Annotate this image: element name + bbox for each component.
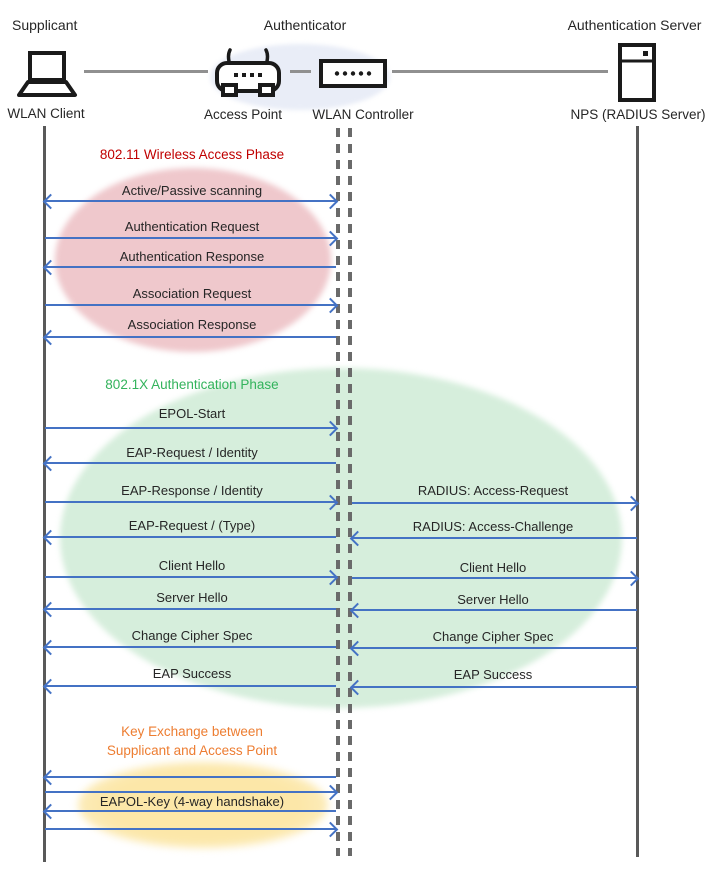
msg-arrow-radius-access-request [352, 502, 637, 504]
msg-arrow-eapol-key-4 [45, 828, 336, 830]
msg-arrow-eapol-key-2 [45, 791, 336, 793]
msg-arrow-authentication-response [45, 266, 336, 268]
msg-arrow-eap-request-type [45, 536, 336, 538]
msg-label-change-cipher-spec-left: Change Cipher Spec [131, 628, 253, 643]
msg-label-eapol-key: EAPOL-Key (4-way handshake) [99, 794, 285, 809]
role-authentication-server: Authentication Server [567, 17, 702, 33]
msg-arrow-eap-success-right [352, 686, 637, 688]
phase-80211-ellipse [55, 168, 331, 352]
label-wlan-controller: WLAN Controller [312, 107, 414, 122]
laptop-icon [17, 51, 77, 97]
msg-arrow-server-hello-left [45, 608, 336, 610]
msg-arrow-eapol-key-1 [45, 776, 336, 778]
msg-label-authentication-request: Authentication Request [124, 219, 260, 234]
label-wlan-client: WLAN Client [7, 106, 85, 121]
msg-arrow-eap-success-left [45, 685, 336, 687]
msg-label-eap-success-right: EAP Success [453, 667, 533, 682]
wlan-controller-icon [319, 59, 387, 88]
msg-arrow-eap-request-identity [45, 462, 336, 464]
msg-arrow-authentication-request [45, 237, 336, 239]
label-nps-radius-server: NPS (RADIUS Server) [570, 107, 706, 122]
phase-title-80211: 802.11 Wireless Access Phase [99, 147, 285, 162]
msg-label-eap-success-left: EAP Success [152, 666, 232, 681]
msg-label-radius-access-challenge: RADIUS: Access-Challenge [412, 519, 574, 534]
authenticator-lifeline-right [348, 128, 352, 856]
msg-arrow-change-cipher-spec-right [352, 647, 637, 649]
phase-title-key-exchange-line1: Key Exchange between [121, 724, 263, 739]
msg-arrow-eapol-key-3 [45, 810, 336, 812]
msg-arrow-client-hello-right [352, 577, 637, 579]
msg-label-association-request: Association Request [132, 286, 252, 301]
msg-label-eap-request-type: EAP-Request / (Type) [128, 518, 256, 533]
msg-arrow-scanning [45, 200, 336, 202]
connector-ap-controller [290, 70, 311, 73]
phase-title-8021x: 802.1X Authentication Phase [105, 377, 279, 392]
role-authenticator: Authenticator [263, 17, 347, 33]
connector-controller-server [392, 70, 608, 73]
msg-label-radius-access-request: RADIUS: Access-Request [417, 483, 569, 498]
auth-server-lifeline [636, 126, 639, 857]
msg-label-client-hello-left: Client Hello [158, 558, 226, 573]
msg-label-server-hello-left: Server Hello [156, 590, 228, 605]
msg-arrow-server-hello-right [352, 609, 637, 611]
label-access-point: Access Point [203, 107, 283, 122]
msg-arrow-epol-start [45, 427, 336, 429]
msg-label-epol-start: EPOL-Start [158, 406, 226, 421]
msg-label-eap-response-identity: EAP-Response / Identity [121, 483, 263, 498]
msg-label-scanning: Active/Passive scanning [121, 183, 263, 198]
msg-arrow-change-cipher-spec-left [45, 646, 336, 648]
msg-label-association-response: Association Response [127, 317, 257, 332]
msg-arrow-eap-response-identity [45, 501, 336, 503]
msg-arrow-association-response [45, 336, 336, 338]
server-icon [618, 43, 656, 102]
msg-label-change-cipher-spec-right: Change Cipher Spec [432, 629, 554, 644]
msg-label-server-hello-right: Server Hello [457, 592, 529, 607]
supplicant-lifeline [43, 126, 46, 862]
msg-label-eap-request-identity: EAP-Request / Identity [126, 445, 258, 460]
msg-label-client-hello-right: Client Hello [459, 560, 527, 575]
phase-title-key-exchange-line2: Supplicant and Access Point [106, 743, 278, 758]
access-point-icon [215, 48, 281, 97]
role-supplicant: Supplicant [12, 17, 78, 33]
msg-label-authentication-response: Authentication Response [119, 249, 265, 264]
connector-client-ap [84, 70, 208, 73]
msg-arrow-association-request [45, 304, 336, 306]
msg-arrow-radius-access-challenge [352, 537, 637, 539]
authenticator-lifeline-left [336, 128, 340, 856]
phase-title-key-exchange: Key Exchange between Supplicant and Acce… [48, 722, 336, 760]
msg-arrow-client-hello-left [45, 576, 336, 578]
